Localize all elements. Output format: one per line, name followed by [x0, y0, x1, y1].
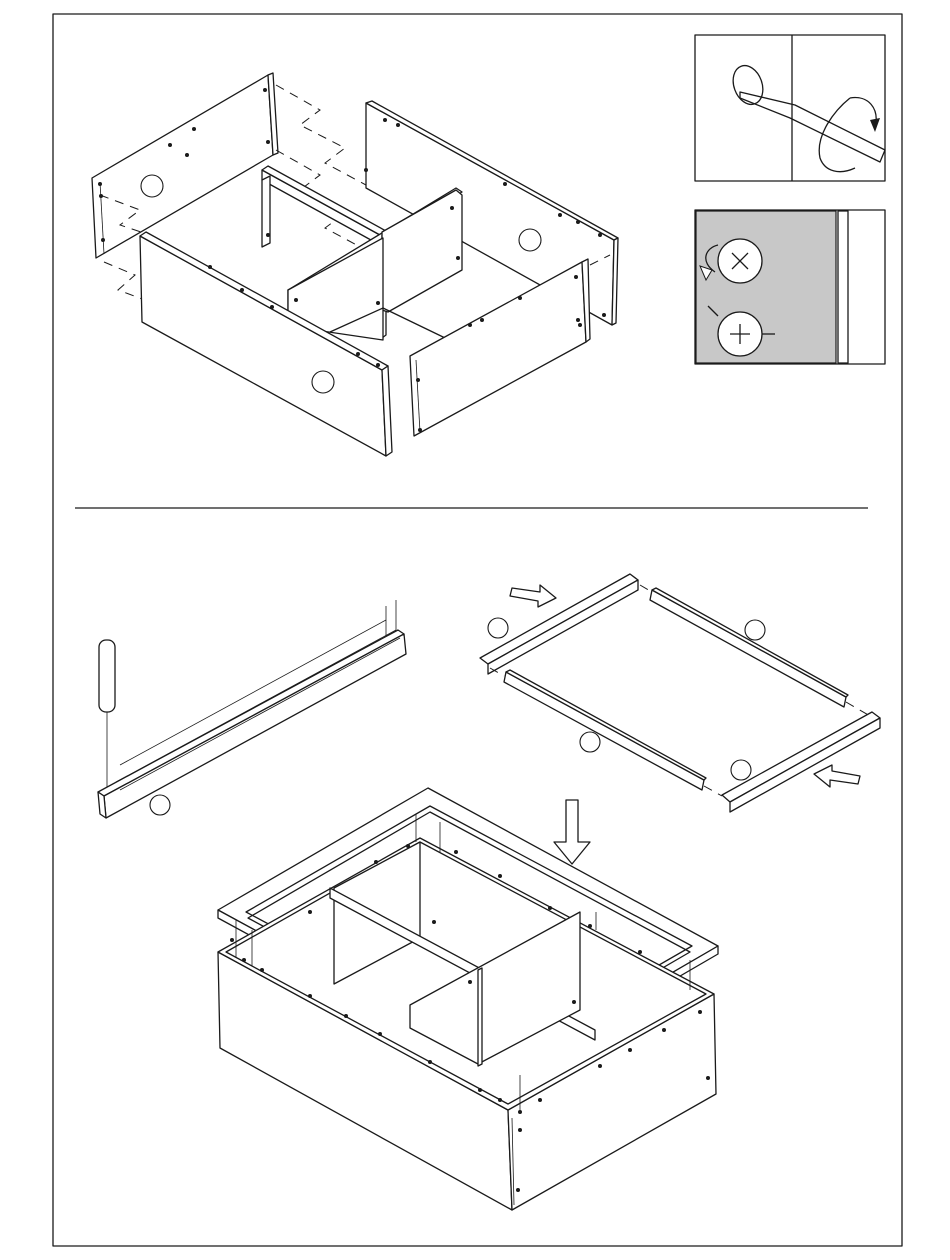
- part-callout-circle: [745, 620, 765, 640]
- down-arrow-icon: [554, 800, 590, 864]
- panel-end-right: [410, 259, 590, 436]
- inset-screw-insert: [695, 35, 885, 181]
- part-callout-circle: [580, 732, 600, 752]
- screwdriver-icon: [740, 92, 885, 162]
- part-callout-circle: [150, 795, 170, 815]
- part-callout-circle: [141, 175, 163, 197]
- dowel-icon: [99, 640, 115, 790]
- part-callout-circle: [312, 371, 334, 393]
- push-arrow-icon: [814, 765, 860, 787]
- part-callout-circle: [488, 618, 508, 638]
- rail-side: [98, 600, 406, 818]
- inset-cam-lock: [695, 210, 885, 364]
- step-1-group: [92, 35, 885, 456]
- panel-back-left: [92, 73, 278, 258]
- part-callout-circle: [731, 760, 751, 780]
- top-frame-exploded: [480, 574, 880, 812]
- push-arrow-icon: [510, 585, 556, 607]
- part-callout-circle: [519, 229, 541, 251]
- step-2-group: [98, 574, 880, 1210]
